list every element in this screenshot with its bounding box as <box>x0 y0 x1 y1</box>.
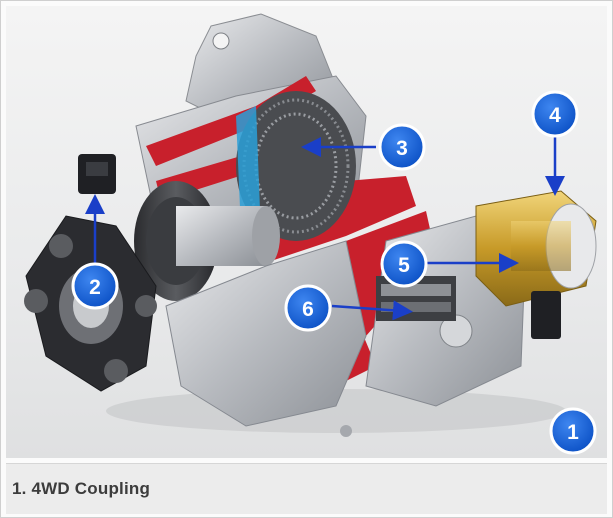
callout-number: 5 <box>398 254 410 277</box>
callout-badge-5: 5 <box>380 240 428 288</box>
clutch-pack <box>236 91 356 241</box>
caption-bar: 1. 4WD Coupling <box>6 463 607 514</box>
coupling-cutaway-photo: 3 4 2 5 6 1 <box>6 6 607 458</box>
callout-badge-1: 1 <box>549 407 597 455</box>
electric-motor <box>475 190 597 339</box>
callout-badge-3: 3 <box>378 123 426 171</box>
coupling-illustration: 3 4 2 5 6 1 <box>24 13 597 455</box>
callout-number: 1 <box>567 421 579 444</box>
input-shaft <box>134 181 280 301</box>
callout-badge-6: 6 <box>284 284 332 332</box>
callout-number: 6 <box>302 298 314 321</box>
callout-badge-4: 4 <box>531 90 579 138</box>
figure-caption: 1. 4WD Coupling <box>12 479 151 498</box>
callout-number: 4 <box>549 104 561 127</box>
callout-number: 3 <box>396 137 408 160</box>
callout-arrows <box>85 132 565 321</box>
callout-badge-2: 2 <box>71 262 119 310</box>
electrical-connector <box>78 154 116 194</box>
callout-number: 2 <box>89 276 101 299</box>
